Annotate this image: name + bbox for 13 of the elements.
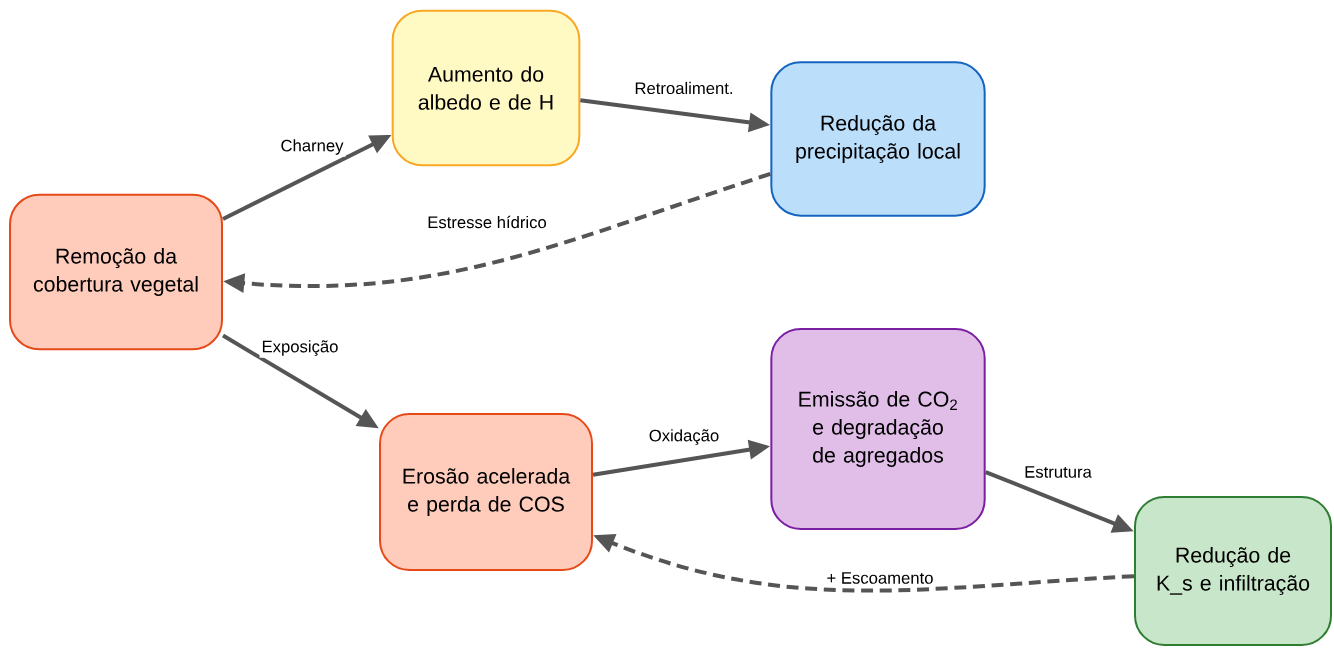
process-box: Remoção da cobertura vegetal [9, 193, 223, 351]
process-box: Redução de K_s e infiltração [1134, 496, 1332, 646]
edge-label: Estrutura [1022, 464, 1094, 480]
process-box: Erosão acelerada e perda de COS [379, 413, 593, 571]
process-box: Redução da precipitação local [770, 61, 986, 217]
edge-label: Charney [278, 137, 346, 157]
edge-label: Estresse hídrico [425, 213, 549, 231]
edge-label: Oxidação [646, 427, 722, 447]
process-box: Emissão de CO$_{2}$ e degradação de agregados [770, 328, 986, 530]
edge-label: Exposição [259, 338, 341, 358]
process-box: Aumento do albedo e de H [391, 9, 581, 167]
edge-label: Retroaliment. [632, 79, 736, 97]
edge-label: + Escoamento [824, 570, 936, 586]
